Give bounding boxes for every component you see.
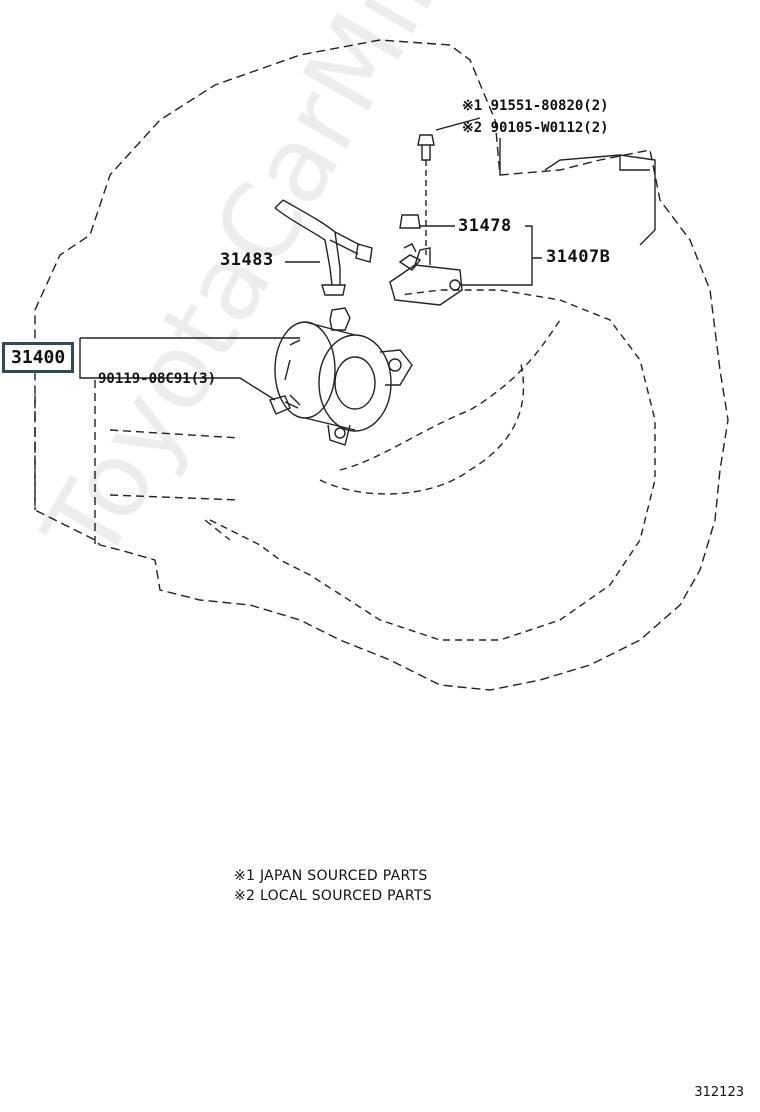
leader-31407b <box>462 225 542 286</box>
hatch-lines <box>109 429 241 541</box>
clutch-ring <box>339 319 561 471</box>
upper-cover <box>544 154 656 246</box>
legend-japan: ※1 JAPAN SOURCED PARTS <box>234 868 428 884</box>
bolt-90119 <box>269 395 299 415</box>
cap-31478 <box>399 214 421 229</box>
release-cylinder <box>274 307 413 446</box>
leader-top-bolt <box>435 117 501 175</box>
diagram-code: 312123 <box>694 1085 744 1100</box>
leader-31400 <box>79 337 300 401</box>
bracket-31407b <box>389 243 463 306</box>
local-bolt-label[interactable]: ※2 90105-W0112(2) <box>462 120 609 136</box>
part-31400-label[interactable]: 31400 <box>2 342 75 373</box>
top-bolt <box>417 134 435 255</box>
part-31483-label[interactable]: 31483 <box>220 250 274 270</box>
legend-local: ※2 LOCAL SOURCED PARTS <box>234 888 432 904</box>
bell-inner <box>209 289 656 641</box>
inner-arc <box>319 359 525 495</box>
part-31478-label[interactable]: 31478 <box>458 216 512 236</box>
hose-31483 <box>274 199 373 296</box>
bolt-90119-label[interactable]: 90119-08C91(3) <box>98 371 217 387</box>
part-31407b-label[interactable]: 31407B <box>546 247 611 267</box>
japan-bolt-label[interactable]: ※1 91551-80820(2) <box>462 98 609 114</box>
housing-outline <box>34 39 729 691</box>
